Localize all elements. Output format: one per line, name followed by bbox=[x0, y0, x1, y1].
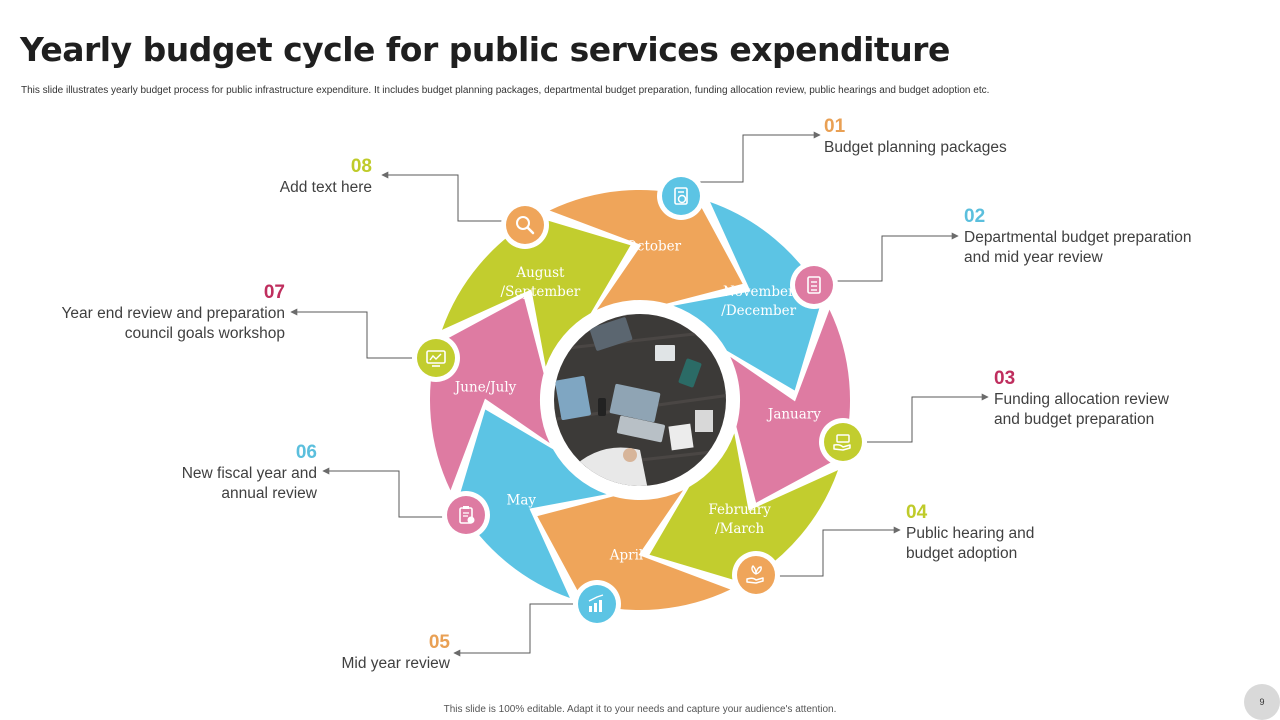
budget-document-icon bbox=[657, 172, 705, 220]
segment-label: June/July bbox=[453, 380, 517, 396]
segment-shape bbox=[537, 490, 731, 611]
segment-shape bbox=[649, 433, 838, 583]
connector-8 bbox=[381, 171, 504, 222]
step-01-text: Budget planning packages bbox=[824, 139, 1007, 156]
segment-label: February/March bbox=[708, 502, 771, 537]
slide-footer: This slide is 100% editable. Adapt it to… bbox=[443, 704, 837, 715]
step-05-number: 05 bbox=[428, 632, 450, 653]
segment-5: April bbox=[537, 490, 731, 611]
segment-label: January bbox=[766, 407, 821, 423]
segment-1: October bbox=[549, 189, 743, 310]
step-01: 01 Budget planning packages bbox=[824, 116, 1054, 158]
magnifier-icon bbox=[501, 201, 549, 249]
step-05-text: Mid year review bbox=[341, 655, 450, 672]
step-07: 07 Year end review and preparation counc… bbox=[40, 282, 285, 343]
page-number: 9 bbox=[1244, 684, 1280, 720]
step-04-number: 04 bbox=[906, 502, 928, 523]
connector-5 bbox=[453, 603, 576, 657]
step-04-text: Public hearing and budget adoption bbox=[906, 525, 1035, 562]
step-05: 05 Mid year review bbox=[300, 632, 450, 674]
step-04: 04 Public hearing and budget adoption bbox=[906, 502, 1056, 563]
step-03: 03 Funding allocation review and budget … bbox=[994, 368, 1194, 429]
clipboard-check-icon bbox=[442, 491, 490, 539]
slide-subtitle: This slide illustrates yearly budget pro… bbox=[21, 85, 990, 96]
segment-shape bbox=[549, 189, 743, 310]
step-06: 06 New fiscal year and annual review bbox=[167, 442, 317, 503]
step-06-number: 06 bbox=[295, 442, 317, 463]
step-03-text: Funding allocation review and budget pre… bbox=[994, 391, 1169, 428]
segment-shape bbox=[673, 202, 823, 391]
step-08-text: Add text here bbox=[279, 179, 372, 196]
segment-shape bbox=[457, 409, 607, 598]
segment-label: November/December bbox=[721, 284, 796, 319]
segment-shape bbox=[442, 217, 631, 367]
center-photo bbox=[548, 308, 732, 492]
connector-4 bbox=[777, 526, 901, 577]
step-02-number: 02 bbox=[964, 206, 986, 227]
connector-3 bbox=[866, 393, 989, 443]
cycle-segments: OctoberNovember/DecemberJanuaryFebruary/… bbox=[429, 189, 851, 611]
step-03-number: 03 bbox=[994, 368, 1016, 389]
segment-label: August/September bbox=[501, 265, 581, 300]
connector-lines bbox=[290, 131, 989, 657]
step-06-text: New fiscal year and annual review bbox=[181, 465, 317, 502]
connector-7 bbox=[290, 308, 415, 359]
segment-2: November/December bbox=[673, 202, 823, 391]
hand-money-icon bbox=[819, 418, 867, 466]
connector-2 bbox=[836, 232, 959, 282]
step-07-number: 07 bbox=[263, 282, 285, 303]
step-07-text: Year end review and preparation council … bbox=[61, 305, 285, 342]
slide-title: Yearly budget cycle for public services … bbox=[20, 30, 950, 69]
segment-7: June/July bbox=[429, 297, 550, 491]
segment-shape bbox=[730, 309, 851, 503]
monitor-chart-icon bbox=[412, 334, 460, 382]
checklist-document-icon bbox=[790, 261, 838, 309]
step-02-text: Departmental budget preparation and mid … bbox=[964, 229, 1192, 266]
segment-6: May bbox=[457, 409, 607, 598]
segment-label: April bbox=[609, 547, 643, 563]
segment-3: January bbox=[730, 309, 851, 503]
step-08: 08 Add text here bbox=[222, 156, 372, 198]
segment-4: February/March bbox=[649, 433, 838, 583]
step-icons bbox=[412, 172, 867, 628]
segment-label: October bbox=[626, 239, 682, 255]
segment-8: August/September bbox=[442, 217, 631, 367]
connector-1 bbox=[697, 131, 821, 183]
segment-shape bbox=[429, 297, 550, 491]
step-08-number: 08 bbox=[350, 156, 372, 177]
hand-plant-icon bbox=[732, 551, 780, 599]
step-02: 02 Departmental budget preparation and m… bbox=[964, 206, 1209, 267]
step-01-number: 01 bbox=[824, 116, 846, 137]
connector-6 bbox=[322, 467, 445, 518]
bar-chart-icon bbox=[573, 580, 621, 628]
segment-label: May bbox=[507, 493, 537, 509]
